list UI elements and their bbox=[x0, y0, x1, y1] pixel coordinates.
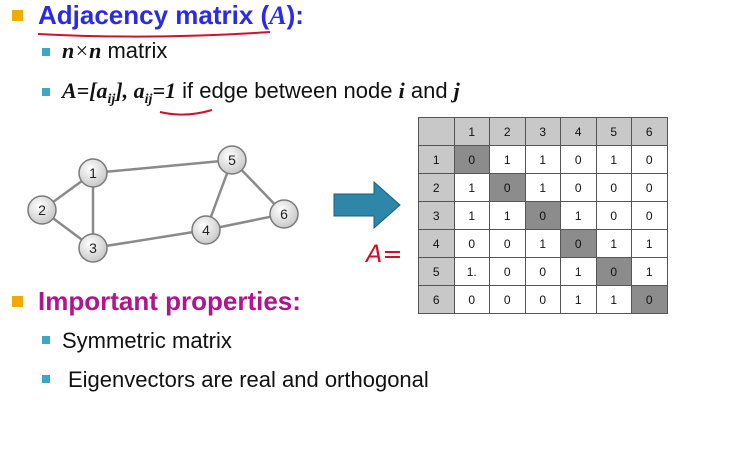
matrix-cell: 0 bbox=[524, 201, 561, 230]
matrix-cell: 1 bbox=[595, 229, 632, 258]
sub-bullet bbox=[42, 375, 50, 383]
bullet-definition: A=[aij], aij=1 if edge between node i an… bbox=[62, 78, 460, 107]
matrix-cell: 0 bbox=[489, 173, 526, 202]
arrow-shape bbox=[333, 180, 401, 230]
ink-underline-heading bbox=[37, 31, 271, 38]
handwritten-a-equals: A= bbox=[366, 240, 403, 268]
graph-node-circle bbox=[27, 195, 57, 225]
graph-node-5: 5 bbox=[217, 145, 247, 175]
sub-bullet bbox=[42, 336, 50, 344]
matrix-row-header: 6 bbox=[418, 285, 455, 314]
matrix-cell: 0 bbox=[453, 229, 490, 258]
matrix-column-header: 1 bbox=[453, 117, 490, 146]
matrix-cell: 1 bbox=[453, 173, 490, 202]
graph-edge-1-5 bbox=[92, 158, 233, 175]
example-graph: 1 2 3 4 5 6 bbox=[27, 145, 299, 263]
matrix-cell: 1 bbox=[524, 229, 561, 258]
heading-important-properties: Important properties: bbox=[38, 286, 301, 316]
matrix-cell: 0 bbox=[595, 173, 632, 202]
matrix-column-header: 5 bbox=[595, 117, 632, 146]
matrix-cell: 1 bbox=[631, 229, 668, 258]
property-eigenvectors: Eigenvectors are real and orthogonal bbox=[68, 367, 429, 392]
right-arrow bbox=[333, 180, 401, 230]
matrix-cell: 1 bbox=[453, 201, 490, 230]
matrix-row-header: 2 bbox=[418, 173, 455, 202]
graph-node-circle bbox=[78, 233, 108, 263]
matrix-cell: 0 bbox=[560, 173, 597, 202]
matrix-cell: 0 bbox=[595, 257, 632, 286]
graph-node-circle bbox=[269, 199, 299, 229]
graph-node-label: 4 bbox=[202, 222, 210, 238]
graph-node-circle bbox=[78, 158, 108, 188]
matrix-cell: 1 bbox=[560, 201, 597, 230]
matrix-row-header: 1 bbox=[418, 145, 455, 174]
matrix-cell: 1 bbox=[595, 145, 632, 174]
matrix-row-header: 5 bbox=[418, 257, 455, 286]
graph-node-6: 6 bbox=[269, 199, 299, 229]
matrix-cell: 1 bbox=[524, 173, 561, 202]
graph-node-label: 3 bbox=[89, 240, 97, 256]
graph-node-circle bbox=[217, 145, 247, 175]
matrix-cell: 0 bbox=[524, 257, 561, 286]
matrix-cell: 0 bbox=[453, 145, 490, 174]
graph-node-3: 3 bbox=[78, 233, 108, 263]
matrix-cell: 0 bbox=[631, 285, 668, 314]
matrix-column-header: 2 bbox=[489, 117, 526, 146]
matrix-cell: 1 bbox=[560, 257, 597, 286]
graph-edge-3-4 bbox=[92, 228, 207, 250]
graph-node-circle bbox=[191, 215, 221, 245]
matrix-cell: 0 bbox=[560, 229, 597, 258]
matrix-cell: 0 bbox=[524, 285, 561, 314]
graph-node-label: 6 bbox=[280, 206, 288, 222]
ink-underline-aij bbox=[159, 109, 213, 116]
graph-node-2: 2 bbox=[27, 195, 57, 225]
matrix-cell: 0 bbox=[489, 257, 526, 286]
heading-bullet bbox=[12, 10, 23, 21]
graph-node-label: 1 bbox=[89, 165, 97, 181]
matrix-cell: 0 bbox=[631, 173, 668, 202]
graph-node-4: 4 bbox=[191, 215, 221, 245]
matrix-cell: 1 bbox=[524, 145, 561, 174]
matrix-cell: 0 bbox=[489, 285, 526, 314]
heading-bullet bbox=[12, 296, 23, 307]
matrix-cell: 1. bbox=[453, 257, 490, 286]
graph-node-label: 5 bbox=[228, 152, 236, 168]
matrix-row-header: 4 bbox=[418, 229, 455, 258]
matrix-cell: 1 bbox=[489, 145, 526, 174]
heading-adjacency-matrix: Adjacency matrix (A): bbox=[38, 0, 304, 30]
matrix-cell: 0 bbox=[489, 229, 526, 258]
matrix-cell: 0 bbox=[453, 285, 490, 314]
sub-bullet bbox=[42, 88, 50, 96]
matrix-cell: 0 bbox=[595, 201, 632, 230]
graph-node-label: 2 bbox=[38, 202, 46, 218]
graph-node-1: 1 bbox=[78, 158, 108, 188]
bullet-n-by-n: n×n matrix bbox=[62, 38, 168, 63]
property-symmetric: Symmetric matrix bbox=[62, 328, 232, 353]
matrix-cell: 1 bbox=[595, 285, 632, 314]
sub-bullet bbox=[42, 48, 50, 56]
matrix-column-header: 3 bbox=[524, 117, 561, 146]
matrix-cell: 1 bbox=[560, 285, 597, 314]
matrix-cell: 1 bbox=[631, 257, 668, 286]
matrix-column-header: 4 bbox=[560, 117, 597, 146]
matrix-cell: 1 bbox=[489, 201, 526, 230]
matrix-column-header: 6 bbox=[631, 117, 668, 146]
matrix-cell: 0 bbox=[631, 201, 668, 230]
matrix-row-header: 3 bbox=[418, 201, 455, 230]
matrix-cell: 0 bbox=[560, 145, 597, 174]
matrix-corner-cell bbox=[418, 117, 455, 146]
matrix-cell: 0 bbox=[631, 145, 668, 174]
